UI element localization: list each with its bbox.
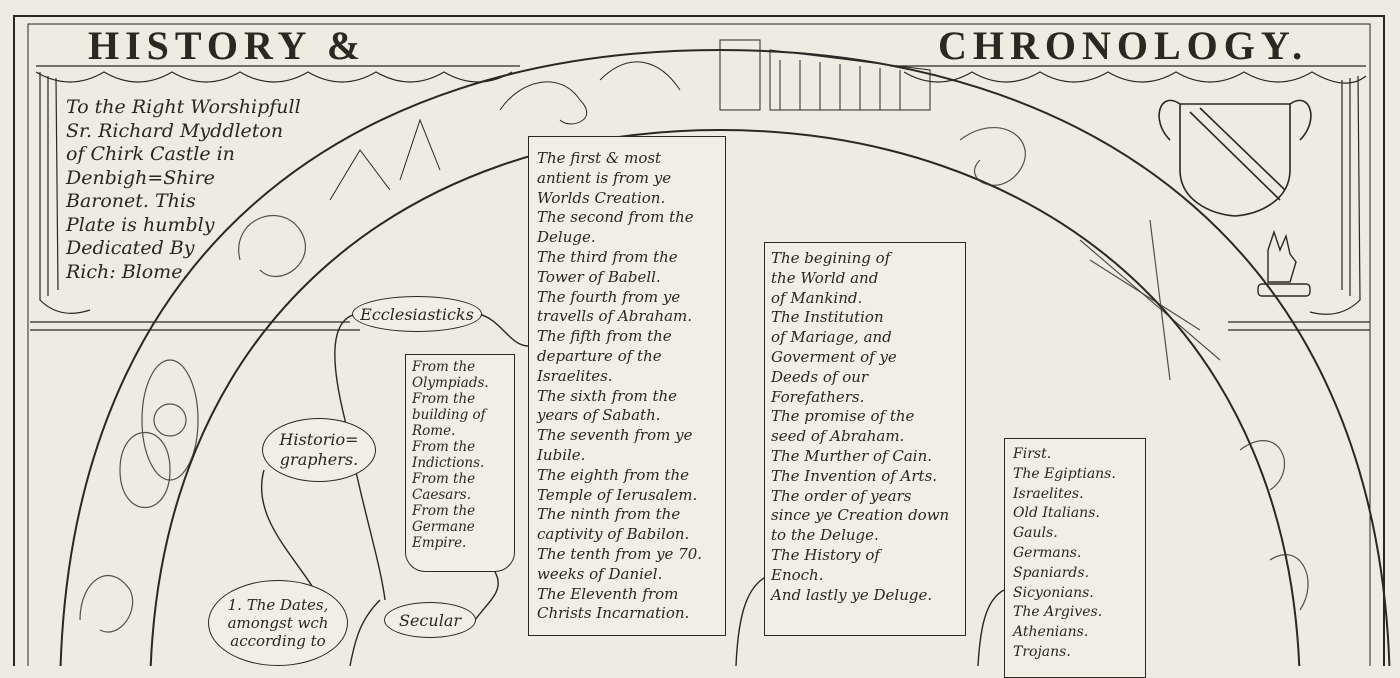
list-item: From the bbox=[412, 391, 476, 407]
dedication-line: of Chirk Castle in bbox=[66, 143, 235, 165]
creation-box: The begining of the World and of Mankind… bbox=[764, 242, 966, 636]
list-item: The begining of bbox=[771, 249, 891, 267]
curtain-left bbox=[30, 65, 520, 331]
label-ecclesiasticks: Ecclesiasticks bbox=[352, 296, 482, 332]
epochs-box: The first & most antient is from ye Worl… bbox=[528, 136, 726, 636]
list-item: The second from the bbox=[537, 208, 694, 227]
connector-lines bbox=[261, 313, 1005, 666]
list-item: Iubile. bbox=[537, 445, 586, 464]
list-item: since ye Creation down bbox=[771, 506, 950, 525]
dedication-line: Plate is humbly bbox=[66, 213, 215, 236]
list-item: The Eleventh from bbox=[537, 584, 679, 603]
dedication-line: Dedicated By bbox=[66, 237, 195, 259]
list-item: the World and bbox=[771, 268, 879, 287]
list-item: departure of the bbox=[537, 346, 662, 365]
list-item: seed of Abraham. bbox=[771, 427, 905, 446]
list-item: Trojans. bbox=[1013, 643, 1071, 660]
list-item: Athenians. bbox=[1013, 624, 1089, 641]
list-item: From the bbox=[412, 359, 476, 375]
list-item: Caesars. bbox=[412, 487, 472, 503]
list-item: antient is from ye bbox=[537, 168, 672, 187]
list-item: of Mankind. bbox=[771, 288, 863, 307]
list-item: From the bbox=[412, 503, 476, 519]
list-item: The Argives. bbox=[1013, 604, 1103, 621]
arch-ornament bbox=[79, 127, 1309, 633]
list-item: Israelites. bbox=[537, 366, 613, 385]
dedication-line: Denbigh=Shire bbox=[66, 166, 215, 189]
secular-eras-box: From the Olympiads. From the building of… bbox=[405, 354, 515, 572]
title-history: HISTORY & bbox=[88, 23, 367, 68]
list-item: Old Italians. bbox=[1013, 505, 1100, 522]
list-item: Forefathers. bbox=[771, 387, 865, 406]
list-item: The Institution bbox=[771, 308, 884, 327]
list-item: The seventh from ye bbox=[537, 426, 693, 445]
list-item: The fourth from ye bbox=[537, 287, 681, 306]
dedication-line: Rich: Blome. bbox=[66, 260, 189, 283]
list-item: travells of Abraham. bbox=[537, 307, 693, 326]
label-dates: 1. The Dates, amongst wch according to bbox=[208, 580, 348, 666]
list-item: The promise of the bbox=[771, 407, 915, 426]
list-item: Sicyonians. bbox=[1013, 584, 1094, 601]
list-item: Indictions. bbox=[412, 455, 485, 471]
title-chronology: CHRONOLOGY. bbox=[938, 23, 1309, 68]
list-item: to the Deluge. bbox=[771, 526, 879, 545]
list-item: The third from the bbox=[537, 247, 678, 266]
list-item: The fifth from the bbox=[537, 327, 672, 346]
list-item: The eighth from the bbox=[537, 465, 690, 484]
list-item: of Mariage, and bbox=[771, 328, 892, 347]
list-item: Gauls. bbox=[1013, 525, 1058, 542]
list-item: The Egiptians. bbox=[1013, 465, 1116, 482]
list-item: The tenth from ye 70. bbox=[537, 544, 703, 563]
list-item: Empire. bbox=[412, 535, 467, 551]
list-item: The ninth from the bbox=[537, 505, 681, 524]
list-item: The order of years bbox=[771, 486, 912, 505]
list-item: Germans. bbox=[1013, 544, 1082, 561]
list-item: The first & most bbox=[537, 149, 662, 167]
list-item: Olympiads. bbox=[412, 375, 489, 391]
list-item: Israelites. bbox=[1013, 485, 1084, 502]
list-item: Enoch. bbox=[771, 565, 824, 584]
list-item: captivity of Babilon. bbox=[537, 525, 690, 544]
list-item: And lastly ye Deluge. bbox=[771, 585, 933, 604]
list-item: From the bbox=[412, 439, 476, 455]
list-item: Deeds of our bbox=[771, 367, 869, 386]
label-secular: Secular bbox=[384, 602, 476, 638]
list-item: Tower of Babell. bbox=[537, 267, 661, 286]
list-item: The sixth from the bbox=[537, 386, 678, 405]
list-item: Deluge. bbox=[537, 228, 596, 247]
list-item: years of Sabath. bbox=[537, 406, 661, 425]
list-item: From the bbox=[412, 471, 476, 487]
list-item: The Murther of Cain. bbox=[771, 446, 933, 465]
dedication-line: To the Right Worshipfull bbox=[66, 96, 301, 118]
curtain-right bbox=[890, 65, 1370, 331]
list-item: Worlds Creation. bbox=[537, 188, 666, 207]
list-item: Christs Incarnation. bbox=[537, 604, 690, 623]
nations-box: First. The Egiptians. Israelites. Old It… bbox=[1004, 438, 1146, 678]
hand-emblem bbox=[1257, 229, 1311, 297]
dedication-text: To the Right Worshipfull Sr. Richard Myd… bbox=[66, 96, 356, 284]
inner-border bbox=[27, 23, 1371, 666]
dedication-line: Baronet. This bbox=[66, 190, 196, 212]
list-item: Germane bbox=[412, 519, 475, 535]
list-item: Goverment of ye bbox=[771, 347, 897, 366]
battle-scene bbox=[329, 39, 931, 201]
label-historiographers: Historio= graphers. bbox=[262, 418, 376, 482]
list-item: weeks of Daniel. bbox=[537, 564, 663, 583]
list-item: building of bbox=[412, 407, 486, 423]
list-item: First. bbox=[1013, 446, 1052, 462]
list-item: Spaniards. bbox=[1013, 564, 1090, 581]
list-item: Temple of Ierusalem. bbox=[537, 485, 698, 504]
coat-of-arms-shield bbox=[1158, 99, 1312, 217]
outer-border bbox=[13, 15, 1385, 666]
dedication-line: Sr. Richard Myddleton bbox=[66, 119, 284, 142]
list-item: The Invention of Arts. bbox=[771, 466, 938, 485]
list-item: Rome. bbox=[412, 423, 456, 439]
list-item: The History of bbox=[771, 545, 880, 564]
